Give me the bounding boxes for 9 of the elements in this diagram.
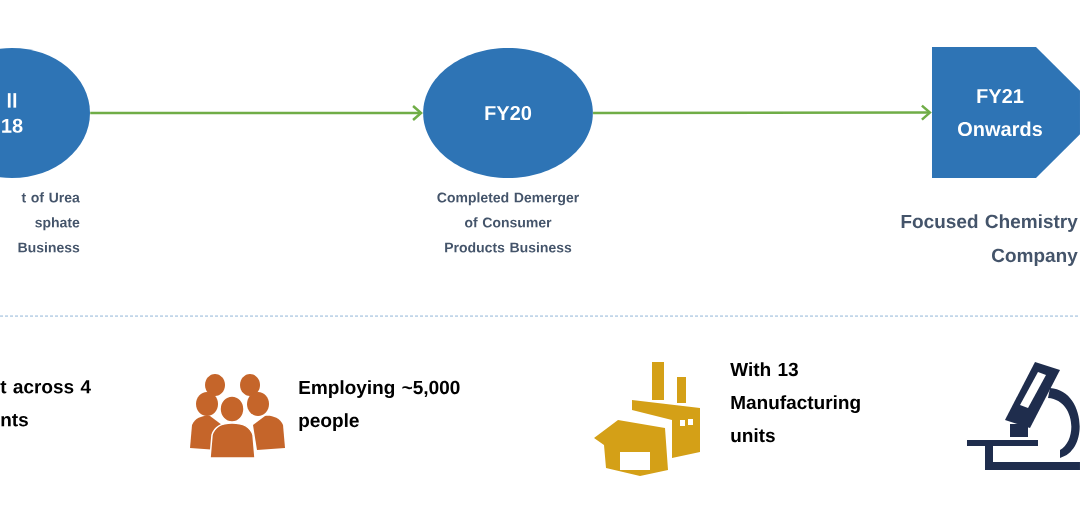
milestone-caption: t of Urea sphate Business [18, 192, 80, 253]
fact-text: t across 4 nts [0, 380, 91, 427]
arrow [593, 104, 932, 121]
arrow [90, 105, 423, 121]
pentagon-arrow-box: FY21 Onwards [932, 47, 1080, 178]
milestone-caption: Completed Demerger of Consumer Products Business [437, 192, 579, 253]
fact-text: Employing ~5,000 people [299, 380, 460, 431]
fact-text: With 13 Manufacturing units [730, 362, 860, 443]
milestone-caption: Focused Chemistry Company [901, 214, 1078, 266]
